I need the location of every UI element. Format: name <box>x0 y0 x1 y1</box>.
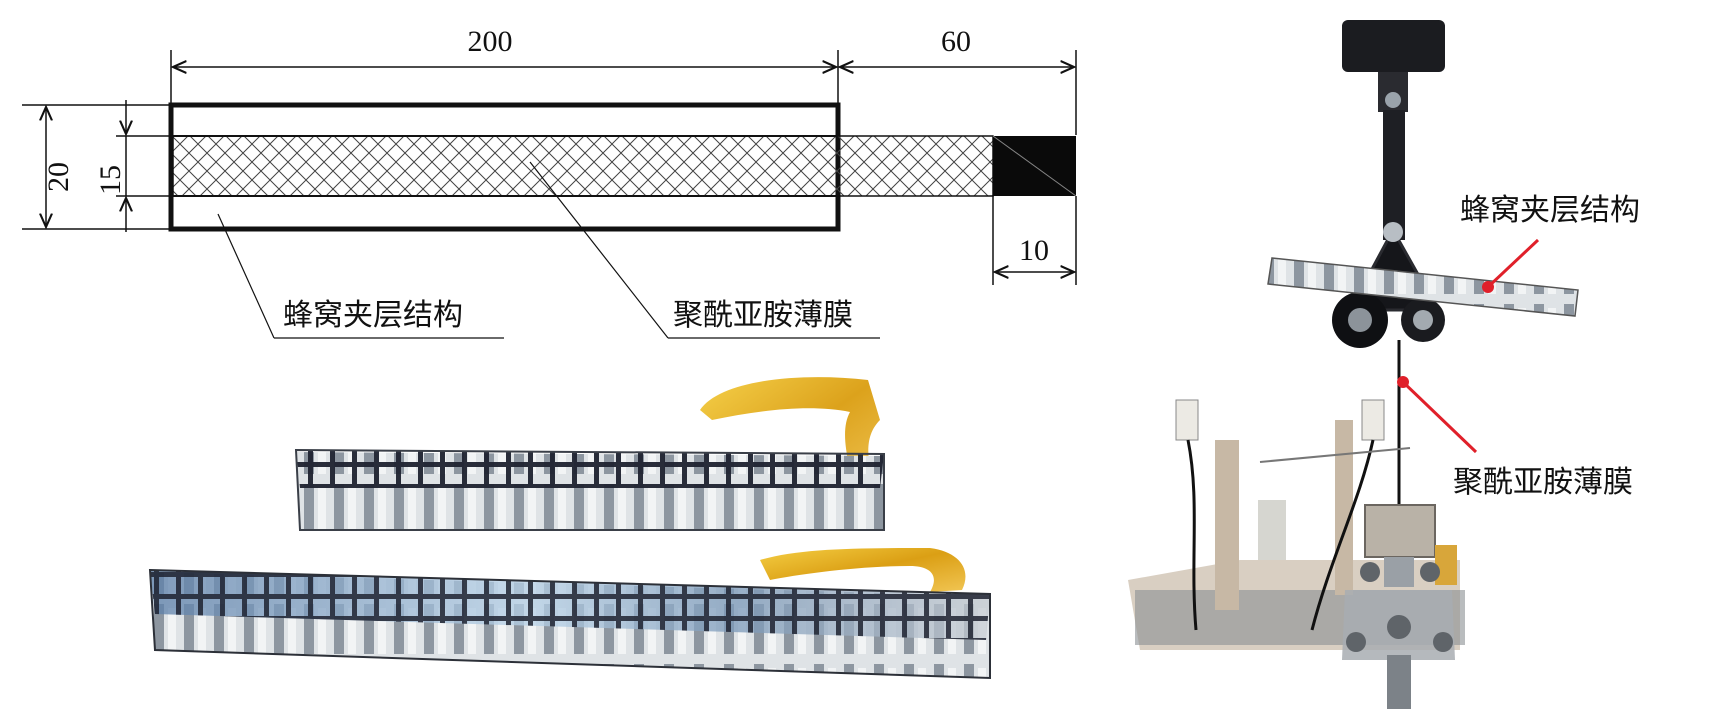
leader-line-honeycomb <box>217 213 275 339</box>
film-tab-back <box>700 377 880 505</box>
bolt <box>1360 562 1380 582</box>
bolt <box>1387 615 1411 639</box>
specimen-photo <box>148 377 991 680</box>
polyimide-film-strip <box>172 135 994 197</box>
dimension-label-10: 10 <box>1019 234 1049 267</box>
dimension-label-200: 200 <box>468 25 513 58</box>
pointer-dot-film <box>1397 376 1409 388</box>
left-post <box>1215 440 1239 610</box>
specimen-back <box>294 377 885 531</box>
leader-line-film <box>529 161 669 339</box>
film-grid-front <box>150 570 990 640</box>
dimension-label-15: 15 <box>94 165 127 195</box>
right-post <box>1335 420 1353 595</box>
extensometer-left <box>1175 399 1199 441</box>
test-setup-photo: 蜂窝夹层结构 聚酰亚胺薄膜 <box>1128 20 1640 709</box>
specimen-drawing: 200 60 20 15 10 蜂窝夹层结构 聚酰亚胺薄膜 <box>22 25 1077 339</box>
lower-grip-jaw <box>1364 504 1436 558</box>
support-arm <box>1259 447 1411 463</box>
film-grid-back <box>296 450 884 488</box>
cable-left <box>1186 439 1198 631</box>
upper-crosshead <box>1342 20 1445 72</box>
label-polyimide-film: 聚酰亚胺薄膜 <box>673 298 853 333</box>
specimen-outline-front <box>148 568 991 680</box>
film-tab-front <box>760 548 966 592</box>
grip-diagonal <box>992 135 1077 197</box>
lower-grip-body <box>1384 557 1414 587</box>
lower-rod <box>1387 655 1411 709</box>
specimen-front <box>148 548 991 680</box>
pointer-line-honeycomb <box>1486 238 1540 289</box>
right-pulley-hub <box>1413 310 1433 330</box>
bolt <box>1420 562 1440 582</box>
bolt <box>1346 632 1366 652</box>
pointer-line-film <box>1401 380 1478 454</box>
label-polyimide-film-photo: 聚酰亚胺薄膜 <box>1453 465 1633 500</box>
bolt <box>1433 632 1453 652</box>
specimen-outline-back <box>294 448 885 531</box>
extensometer-right <box>1361 399 1385 441</box>
upper-link <box>1383 110 1405 240</box>
cable-right <box>1310 439 1375 631</box>
sensor-box <box>1258 500 1286 560</box>
label-honeycomb-structure-photo: 蜂窝夹层结构 <box>1460 193 1640 228</box>
upper-bolt <box>1385 92 1401 108</box>
label-honeycomb-structure: 蜂窝夹层结构 <box>283 298 463 333</box>
dimension-label-20: 20 <box>42 162 75 192</box>
left-pulley-hub <box>1348 308 1372 332</box>
dimension-label-60: 60 <box>941 25 971 58</box>
lower-grip-tab <box>1435 545 1457 585</box>
honeycomb-bar-setup <box>1267 257 1579 317</box>
pointer-dot-honeycomb <box>1482 281 1494 293</box>
yoke-bolt <box>1383 222 1403 242</box>
